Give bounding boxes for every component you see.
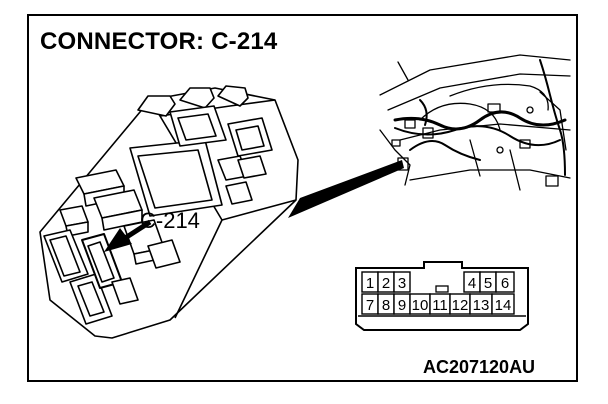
pin-label: 8 (382, 297, 390, 314)
pin-label: 5 (484, 275, 492, 292)
page-title: CONNECTOR: C-214 (40, 28, 278, 55)
pin-label: 12 (452, 297, 469, 314)
pointer-arrow (288, 160, 404, 218)
pin-label: 7 (366, 297, 374, 314)
pin-label: 3 (398, 275, 406, 292)
pin-label: 9 (398, 297, 406, 314)
pin-label: 2 (382, 275, 390, 292)
pin-label: 10 (412, 297, 429, 314)
callout-arrow (104, 219, 152, 252)
pin-label: 4 (468, 275, 476, 292)
dashboard-sketch (379, 54, 571, 191)
junction-block (39, 85, 299, 339)
figure-code: AC207120AU (423, 357, 536, 377)
pin-label: 13 (473, 297, 490, 314)
pin-label: 1 (366, 275, 374, 292)
connector-face: 1 2 3 4 5 6 7 8 9 10 11 12 13 14 (355, 261, 529, 331)
callout-label: C-214 (140, 208, 200, 233)
pin-label: 14 (495, 297, 512, 314)
pin-label: 6 (501, 275, 509, 292)
pin-label: 11 (432, 297, 448, 314)
